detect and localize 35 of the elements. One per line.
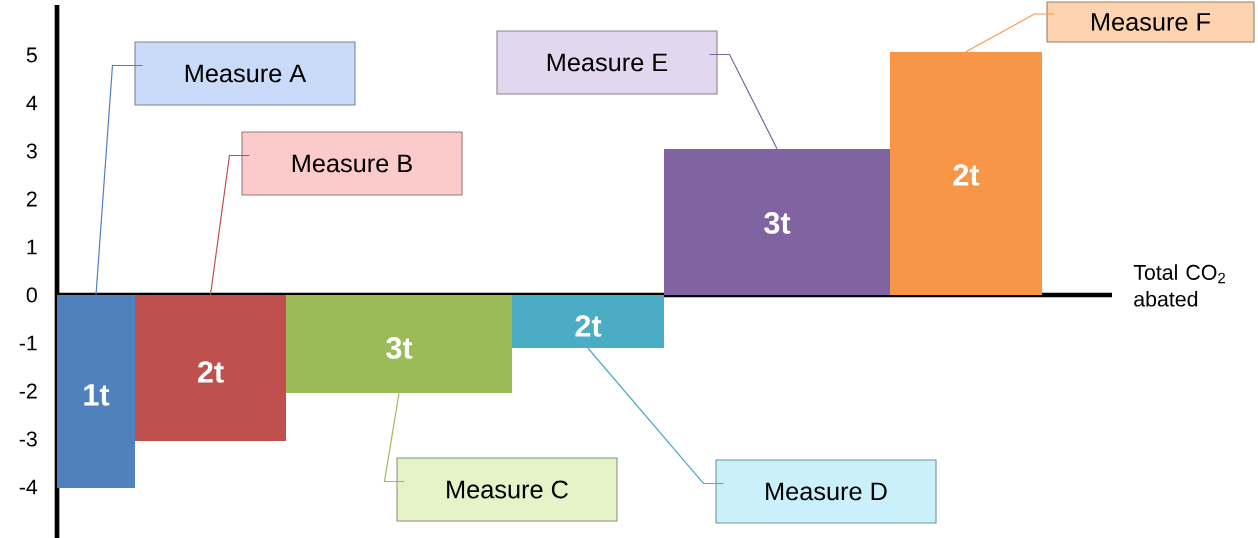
leader-line: [587, 347, 725, 485]
tick-label: -4: [19, 479, 38, 495]
tick-label: 2: [26, 191, 37, 207]
leader-line: [708, 53, 778, 150]
bar: [512, 295, 664, 348]
leader-line: [209, 154, 251, 296]
tick-label: 5: [26, 47, 37, 63]
bar-label: 3t: [386, 337, 413, 359]
bar-label: 1t: [84, 384, 110, 406]
tick-label: 4: [26, 95, 38, 111]
bar: [286, 295, 512, 393]
callout-box: Measure B: [241, 131, 463, 196]
tick-label: -2: [19, 383, 37, 399]
bar-label: 3t: [764, 212, 791, 234]
tick-label: 1: [27, 239, 37, 255]
axis-label: Total CO$_{2}$ abated: [1133, 264, 1225, 307]
callout-box: Measure A: [134, 41, 356, 106]
bar: [890, 52, 1042, 295]
leader-line: [965, 13, 1056, 53]
tick-label: -1: [19, 335, 37, 351]
leader-line: [95, 64, 144, 296]
bar-label: 2t: [197, 361, 224, 383]
bar: [135, 295, 286, 441]
bar: [57, 295, 135, 488]
bar-label: 2t: [575, 315, 602, 337]
callout-box: Measure E: [496, 30, 718, 95]
tick-label: -3: [19, 431, 37, 447]
tick-label: 0: [26, 287, 37, 303]
callout-box: Measure F: [1046, 1, 1255, 43]
bar-label: 2t: [953, 164, 980, 186]
tick-label: 3: [26, 143, 37, 159]
bar: [664, 149, 890, 295]
callout-box: Measure D: [715, 459, 937, 524]
callout-box: Measure C: [396, 457, 618, 522]
leader-line: [383, 392, 406, 483]
